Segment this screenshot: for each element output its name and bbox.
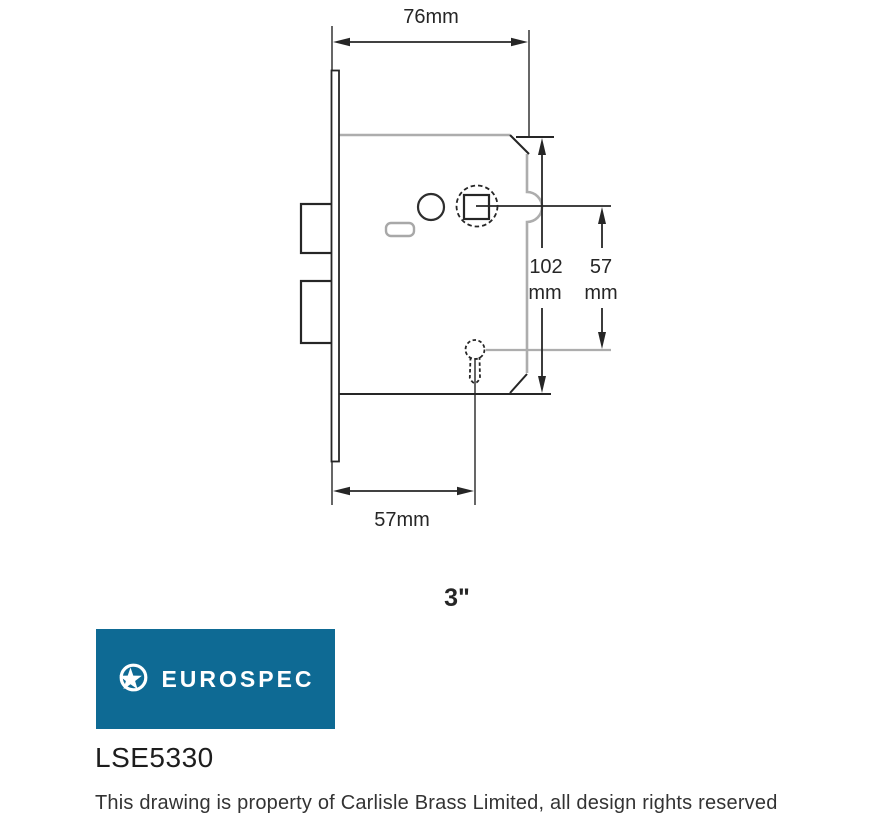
eurospec-logo-box: EUROSPEC — [96, 629, 335, 729]
product-code: LSE5330 — [95, 742, 214, 773]
dimension-top-width: 76mm — [333, 6, 528, 47]
latch-bolt — [299, 202, 334, 255]
lock-technical-drawing: 76mm 102 mm 57 mm 57mm 3" — [299, 6, 618, 612]
dim-backset-label: 57mm — [374, 509, 430, 531]
keyhole-stem — [468, 356, 481, 384]
lock-case-outline — [339, 133, 611, 373]
dead-bolt — [299, 279, 334, 345]
dim-centers-unit: mm — [584, 282, 617, 304]
faceplate — [330, 69, 340, 463]
keyhole-circle — [464, 339, 486, 360]
fixing-hole — [416, 192, 446, 222]
dimension-centers: 57 mm — [584, 207, 618, 349]
copyright-disclaimer: This drawing is property of Carlisle Bra… — [95, 792, 778, 814]
dim-centers-value: 57 — [590, 256, 612, 278]
dimension-backset: 57mm — [333, 486, 474, 531]
internal-features — [384, 184, 611, 384]
brand-name: EUROSPEC — [161, 665, 315, 692]
dim-case-height-value: 102 — [529, 256, 562, 278]
extension-lines — [331, 26, 530, 505]
spindle-square — [462, 193, 491, 221]
star-in-circle-icon — [119, 663, 148, 692]
dimension-case-height: 102 mm — [528, 138, 563, 393]
stop-slot — [384, 221, 416, 238]
dim-case-height-unit: mm — [528, 282, 561, 304]
size-label: 3" — [444, 584, 470, 612]
dim-top-width-label: 76mm — [403, 6, 459, 28]
case-edges — [337, 134, 554, 395]
